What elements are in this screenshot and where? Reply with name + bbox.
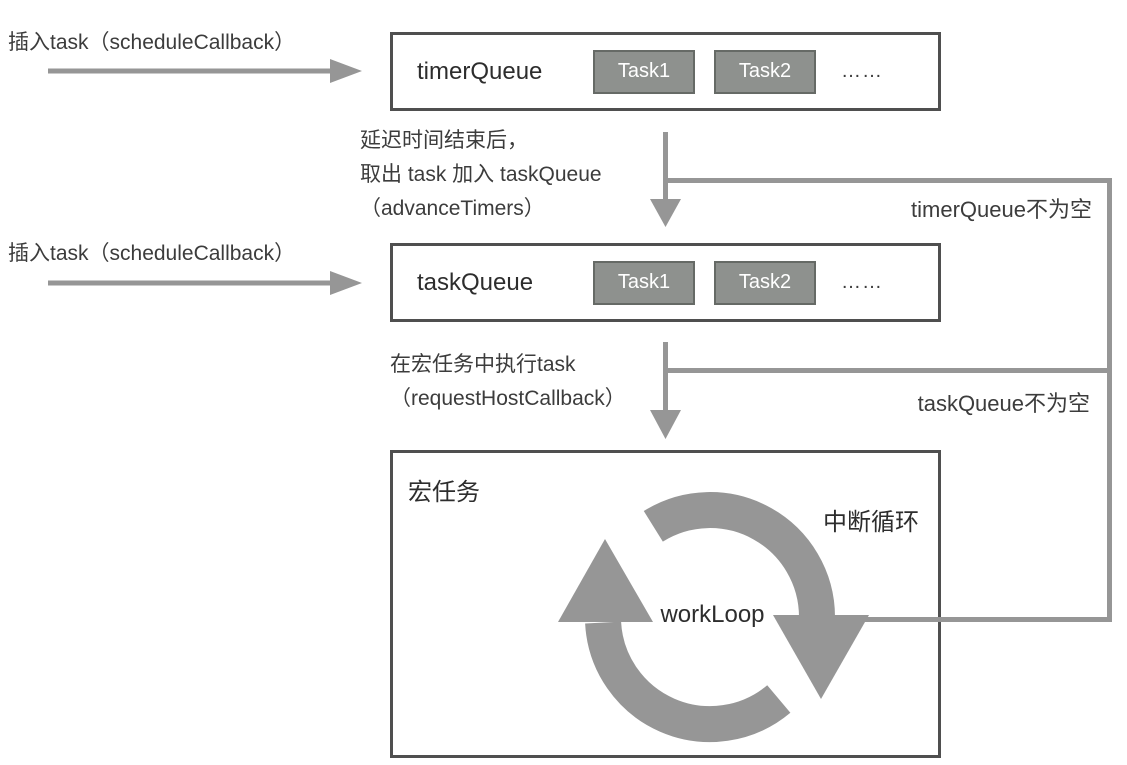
insert-arrow-top-icon <box>48 59 362 83</box>
macro-task-title: 宏任务 <box>408 479 480 506</box>
insert-task-label-bottom: 插入task（scheduleCallback） <box>8 242 296 265</box>
task-queue-box: taskQueue Task1 Task2 …… <box>390 243 941 322</box>
request-host-callback-note: 在宏任务中执行task （requestHostCallback） <box>390 348 626 416</box>
request-host-callback-line2: （requestHostCallback） <box>390 387 626 410</box>
task-queue-task1: Task1 <box>593 260 695 305</box>
insert-task-label-top: 插入task（scheduleCallback） <box>8 31 296 54</box>
timer-queue-ellipsis: …… <box>841 60 883 82</box>
advance-timers-line2: 取出 task 加入 taskQueue <box>360 163 602 186</box>
request-host-callback-line1: 在宏任务中执行task <box>390 353 576 376</box>
down-arrow-timer-to-task-icon <box>650 132 681 227</box>
advance-timers-line1: 延迟时间结束后， <box>360 129 528 152</box>
task-not-empty-label: taskQueue不为空 <box>917 391 1090 416</box>
timer-queue-box: timerQueue Task1 Task2 …… <box>390 32 941 111</box>
timer-not-empty-label: timerQueue不为空 <box>911 197 1092 222</box>
task-queue-task2: Task2 <box>714 260 816 305</box>
timer-queue-task1: Task1 <box>593 49 695 94</box>
insert-arrow-bottom-icon <box>48 271 362 295</box>
workloop-label: workLoop <box>660 601 765 628</box>
timer-queue-task2: Task2 <box>714 49 816 94</box>
interrupt-loop-label: 中断循环 <box>823 509 919 536</box>
task-queue-ellipsis: …… <box>841 271 883 293</box>
advance-timers-line3: （advanceTimers） <box>360 197 545 220</box>
timer-queue-title: timerQueue <box>417 57 543 85</box>
down-arrow-task-to-macro-icon <box>650 342 681 439</box>
advance-timers-note: 延迟时间结束后， 取出 task 加入 taskQueue （advanceTi… <box>360 124 602 226</box>
task-queue-title: taskQueue <box>417 268 534 296</box>
